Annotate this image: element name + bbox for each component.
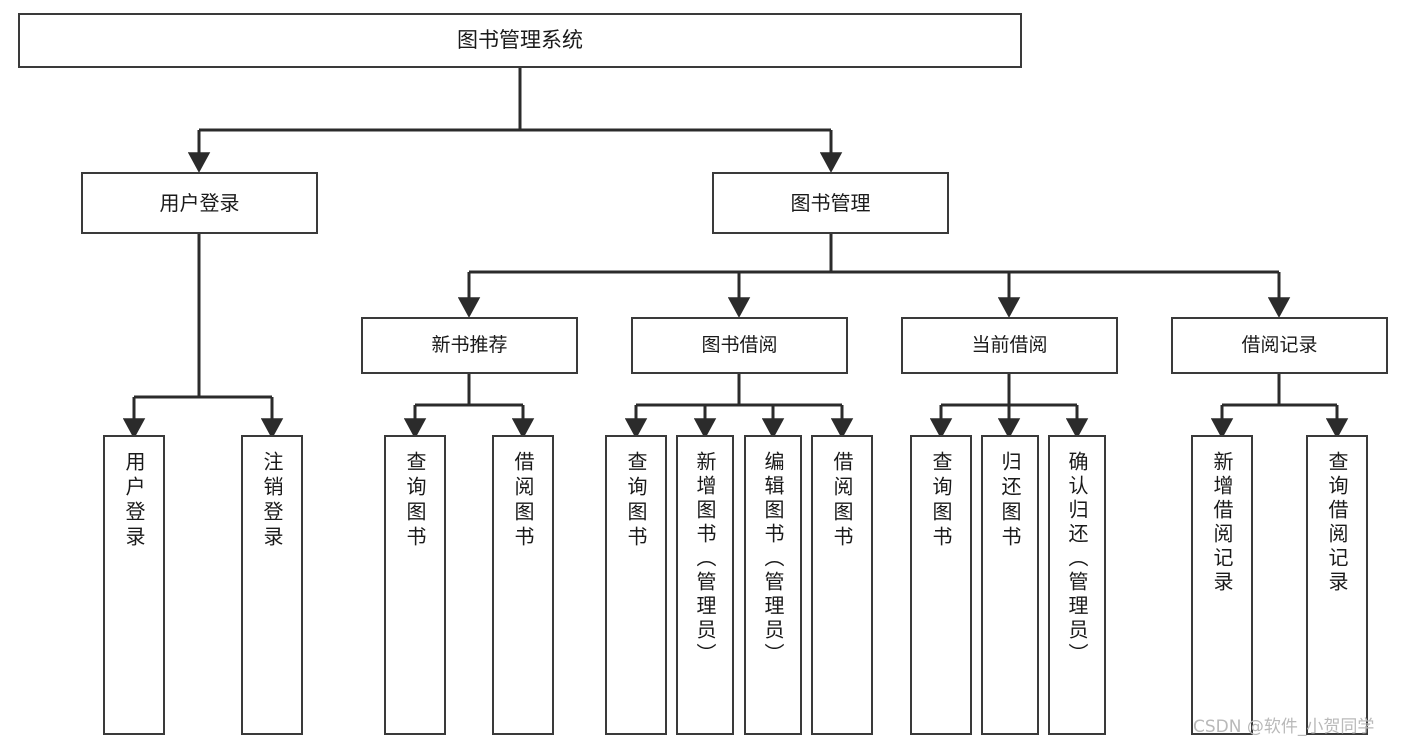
leaf-borrow-book[interactable]: 借阅图书 [811,435,873,735]
node-current-borrow[interactable]: 当前借阅 [901,317,1118,374]
leaf-add-book-admin[interactable]: 新增图书（管理员） [676,435,734,735]
node-label: 新增图书（管理员） [693,451,717,667]
node-label: 新书推荐 [431,333,508,356]
node-label: 借阅图书 [830,451,854,551]
node-label: 借阅图书 [511,451,535,551]
node-book-management[interactable]: 图书管理 [712,172,949,234]
node-label: 新增借阅记录 [1210,451,1234,595]
node-label: 查询借阅记录 [1325,451,1349,595]
node-label: 当前借阅 [971,333,1048,356]
csdn-watermark: CSDN @软件_小贺同学 [1193,717,1375,737]
node-label: 图书管理 [790,190,871,215]
node-label: 查询图书 [624,451,648,551]
node-label: 查询图书 [403,451,427,551]
leaf-query-book-current[interactable]: 查询图书 [910,435,972,735]
node-root-system[interactable]: 图书管理系统 [18,13,1022,68]
node-label: 用户登录 [159,190,240,215]
leaf-logout-login[interactable]: 注销登录 [241,435,303,735]
node-label: 编辑图书（管理员） [761,451,785,667]
node-label: 确认归还（管理员） [1065,451,1089,667]
leaf-add-borrow-record[interactable]: 新增借阅记录 [1191,435,1253,735]
node-label: 图书管理系统 [457,27,583,52]
node-label: 用户登录 [122,451,146,551]
leaf-confirm-return-admin[interactable]: 确认归还（管理员） [1048,435,1106,735]
node-label: 注销登录 [260,451,284,551]
node-new-book-recommend[interactable]: 新书推荐 [361,317,578,374]
node-book-borrow[interactable]: 图书借阅 [631,317,848,374]
leaf-borrow-book-recommend[interactable]: 借阅图书 [492,435,554,735]
node-label: 查询图书 [929,451,953,551]
node-label: 借阅记录 [1241,333,1318,356]
leaf-query-book-recommend[interactable]: 查询图书 [384,435,446,735]
node-borrow-record[interactable]: 借阅记录 [1171,317,1388,374]
leaf-query-book-borrow[interactable]: 查询图书 [605,435,667,735]
node-label: 图书借阅 [701,333,778,356]
leaf-edit-book-admin[interactable]: 编辑图书（管理员） [744,435,802,735]
leaf-return-book[interactable]: 归还图书 [981,435,1039,735]
node-label: 归还图书 [998,451,1022,551]
node-user-login[interactable]: 用户登录 [81,172,318,234]
leaf-user-login[interactable]: 用户登录 [103,435,165,735]
leaf-query-borrow-record[interactable]: 查询借阅记录 [1306,435,1368,735]
